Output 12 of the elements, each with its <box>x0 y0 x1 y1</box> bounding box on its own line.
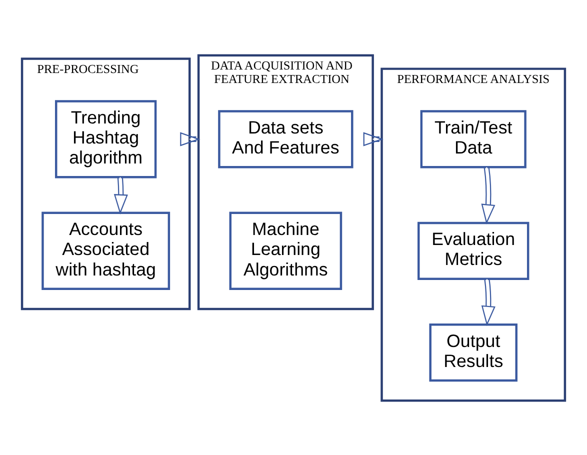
node-box: Evaluation Metrics <box>418 221 530 280</box>
arrow <box>114 176 128 214</box>
node-box: Data sets And Features <box>218 110 354 168</box>
node-box: Train/Test Data <box>420 110 526 168</box>
node-box: Trending Hashtag algorithm <box>55 100 157 178</box>
node-box: Output Results <box>429 323 518 382</box>
arrow <box>481 278 496 326</box>
arrow <box>481 166 496 224</box>
arrow <box>363 132 384 146</box>
node-box: Accounts Associated with hashtag <box>42 211 170 290</box>
arrow <box>180 132 200 146</box>
node-box: Machine Learning Algorithms <box>229 211 342 290</box>
